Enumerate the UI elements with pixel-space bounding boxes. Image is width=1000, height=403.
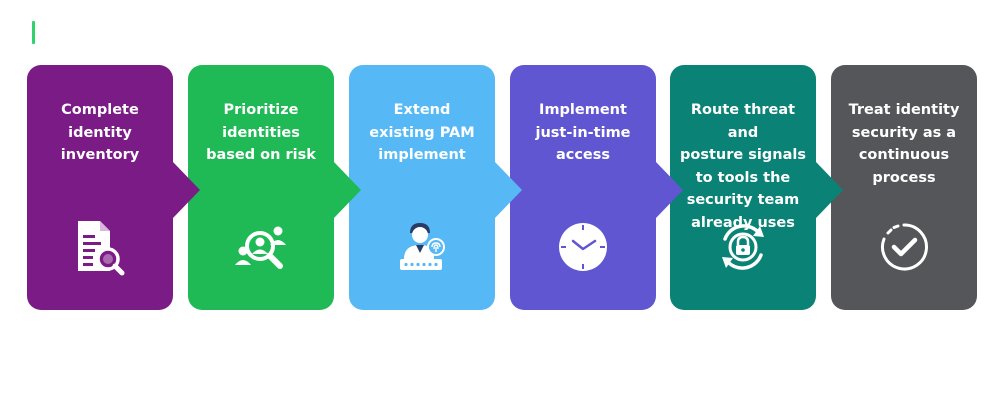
step-label: Treat identity security as a continuous … (848, 102, 960, 186)
step-arrow (816, 162, 843, 218)
step-label: Complete identity inventory (60, 102, 140, 163)
user-fingerprint-password-icon (392, 217, 452, 277)
step-arrow (495, 162, 522, 218)
step-arrow (334, 162, 361, 218)
accent-bar (32, 21, 35, 44)
step-label: Prioritize identities based on risk (206, 102, 316, 163)
step-arrow (656, 162, 683, 218)
step-prioritize-identities: Prioritize identities based on risk (188, 65, 361, 310)
step-arrow (173, 162, 200, 218)
user-search-icon (231, 217, 291, 277)
lock-sync-icon (713, 217, 773, 277)
step-complete-identity-inventory: Complete identity inventory (27, 65, 200, 310)
clock-icon (553, 217, 613, 277)
document-search-icon (70, 217, 130, 277)
step-label: Implement just-in-time access (535, 102, 631, 163)
step-extend-existing-pam: Extend existing PAM implement (349, 65, 522, 310)
step-implement-just-in-time: Implement just-in-time access (510, 65, 683, 310)
check-circle-icon (874, 217, 934, 277)
step-treat-identity-security: Treat identity security as a continuous … (831, 65, 977, 310)
step-label: Extend existing PAM implement (369, 102, 475, 163)
step-route-threat-signals: Route threat and posture signals to tool… (670, 65, 843, 310)
step-label: Route threat and posture signals to tool… (680, 102, 806, 231)
